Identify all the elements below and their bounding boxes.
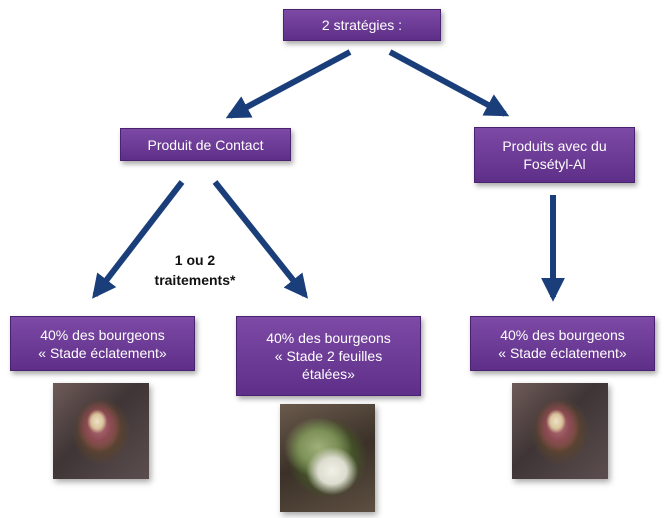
leaf-node-2: 40% des bourgeons « Stade 2 feuilles éta… — [236, 316, 421, 396]
contact-label: Produit de Contact — [147, 136, 264, 153]
two-leaves-photo — [280, 404, 375, 512]
leaf-1-line-1: 40% des bourgeons — [40, 326, 165, 343]
contact-node: Produit de Contact — [120, 128, 291, 161]
bud-burst-photo — [53, 383, 149, 479]
arrow-contact-to-leaf-1 — [92, 180, 185, 299]
fosetyl-label-line-2: Fosétyl-Al — [523, 156, 586, 172]
fosetyl-label-line-1: Produits avec du — [502, 138, 607, 154]
fosetyl-node: Produits avec du Fosétyl-Al — [474, 127, 635, 183]
root-label: 2 stratégies : — [321, 17, 403, 33]
leaf-1-line-2: « Stade éclatement» — [38, 344, 167, 361]
arrow-root-to-fosetyl — [388, 49, 510, 117]
treatment-note-line-1: 1 ou 2 — [174, 252, 216, 268]
leaf-2-line-3: étalées» — [302, 366, 355, 382]
root-node: 2 stratégies : — [283, 9, 441, 41]
leaf-3-line-1: 40% des bourgeons — [500, 326, 625, 343]
treatment-note-line-2: traitements* — [154, 272, 236, 288]
arrow-root-to-contact — [225, 49, 352, 119]
leaf-3-line-2: « Stade éclatement» — [498, 344, 627, 361]
treatment-note: 1 ou 2 traitements* — [140, 250, 250, 290]
leaf-node-1: 40% des bourgeons « Stade éclatement» — [10, 316, 195, 371]
bud-burst-photo — [512, 383, 608, 479]
arrow-contact-to-leaf-2 — [212, 180, 308, 299]
leaf-2-line-2: « Stade 2 feuilles — [274, 348, 383, 364]
leaf-node-3: 40% des bourgeons « Stade éclatement» — [470, 316, 655, 371]
leaf-2-line-1: 40% des bourgeons — [266, 330, 391, 346]
